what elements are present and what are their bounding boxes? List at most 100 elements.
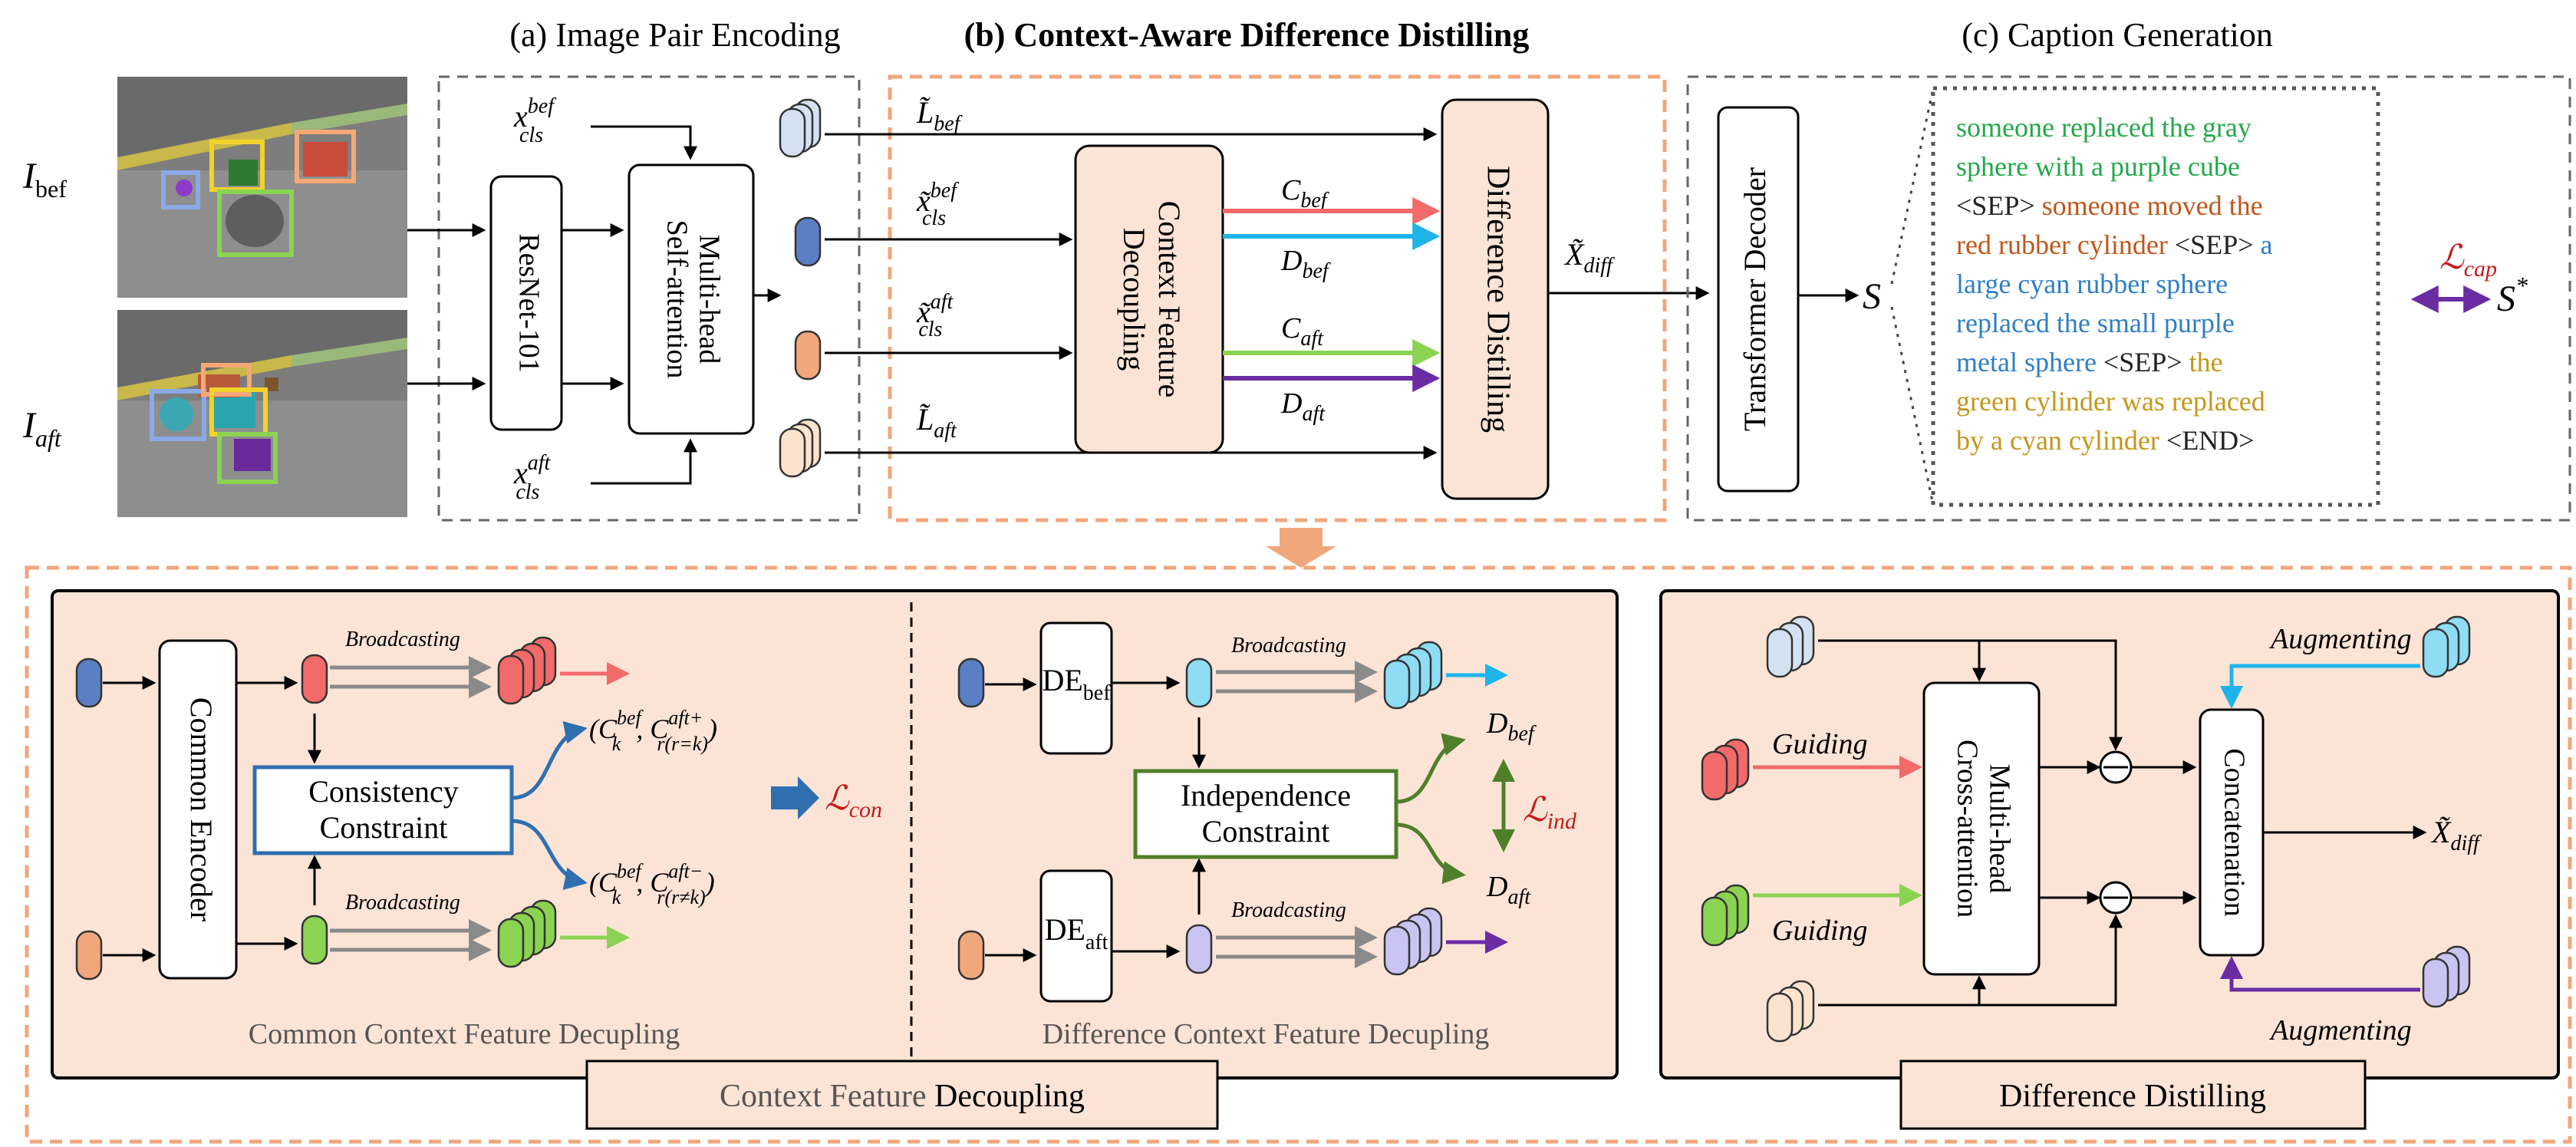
transformer-decoder-label: Transformer Decoder [1738, 167, 1772, 431]
svg-text:Cross-attention: Cross-attention [1951, 740, 1983, 918]
caption-segment: someone replaced the gray [1956, 112, 2252, 143]
cfd-footer-box [585, 1060, 1219, 1130]
common-feat-aft [301, 915, 328, 965]
augmenting-label-1: Augmenting [2268, 623, 2412, 655]
broadcasting-label-4: Broadcasting [1231, 898, 1346, 922]
cfd-footer-label: Context Feature Decoupling [720, 1079, 1085, 1114]
L-aft-label: L̃aft [916, 402, 957, 443]
token-x-cls-bef [794, 216, 822, 267]
C-aft-label: Caft [1281, 312, 1324, 351]
independence-line2: Constraint [1202, 814, 1330, 849]
generated-caption: someone replaced the gray sphere with a p… [1956, 112, 2273, 456]
guiding-label-2: Guiding [1772, 915, 1868, 947]
consistency-line2: Constraint [320, 810, 448, 845]
dd-footer-label: Difference Distilling [1999, 1079, 2266, 1114]
diff-feat-bef [1185, 658, 1213, 708]
dd-box [1441, 98, 1550, 500]
caption-segment: the [2189, 347, 2223, 377]
caption-segment: replaced the small purple [1956, 308, 2235, 338]
loss-con: ℒcon [825, 779, 882, 822]
concatenation-label: Concatenation [2218, 748, 2250, 916]
mhsa-label: Multi-head Self-attention [660, 220, 725, 379]
svg-text:Context Feature: Context Feature [1152, 201, 1187, 398]
mhca-box [1922, 681, 2041, 976]
caption-segment: <END> [2166, 425, 2255, 456]
C-bef-label: Cbef [1281, 174, 1329, 213]
output-S: S [1863, 276, 1881, 317]
image-before [117, 77, 407, 298]
loss-ind: ℒind [1523, 791, 1577, 834]
token-stack-L-bef [779, 98, 822, 158]
cfd-label: Context Feature Decoupling [1117, 201, 1187, 398]
resnet-box [489, 175, 563, 431]
caption-segment: <SEP> [2175, 229, 2261, 260]
broadcasting-label-2: Broadcasting [345, 891, 460, 915]
de-aft-label: DEaft [1045, 912, 1108, 954]
expand-arrow [1266, 528, 1336, 568]
common-encoder-label: Common Encoder [184, 697, 219, 921]
diff-caption: Difference Context Feature Decupling [1043, 1018, 1490, 1050]
caption-segment: <SEP> [2103, 347, 2189, 377]
mhsa-box [628, 163, 755, 435]
caption-segment: by a cyan cylinder [1956, 425, 2166, 456]
token-stack-L-aft [779, 418, 822, 478]
transformer-decoder-box [1717, 106, 1800, 493]
D-bef-label: Dbef [1280, 245, 1331, 283]
distilling-dashed-region [888, 74, 1667, 522]
x-diff-output: X̃diff [2430, 815, 2482, 855]
token-x-cls-aft [794, 330, 822, 381]
consistency-line1: Consistency [308, 774, 459, 809]
D-aft-detail: Daft [1486, 871, 1531, 909]
loss-cap: ℒcap [2439, 239, 2497, 282]
section-c-title: (c) Caption Generation [1962, 16, 2273, 54]
common-encoder-box [158, 639, 238, 980]
independence-constraint-box [1133, 769, 1398, 859]
independence-line1: Independence [1181, 778, 1351, 812]
caption-segment: <SEP> [1956, 190, 2042, 221]
caption-segment: green cylinder was replaced [1956, 386, 2265, 417]
label-i-after: Iaft [22, 405, 62, 452]
caption-segment: sphere with a purple cube [1956, 151, 2240, 182]
de-bef-label: DEbef [1042, 663, 1111, 705]
augmenting-label-2: Augmenting [2268, 1014, 2412, 1046]
common-feat-bef [301, 654, 328, 704]
diff-token-aft [957, 930, 985, 981]
caption-segment: someone moved the [2042, 190, 2263, 221]
broadcasting-label-3: Broadcasting [1231, 634, 1346, 658]
consistency-constraint-box [252, 765, 514, 855]
section-b-title: (b) Context-Aware Difference Distilling [964, 16, 1530, 54]
caption-text-box [1931, 86, 2380, 507]
dd-footer-box [1899, 1060, 2367, 1130]
common-token-bef [75, 658, 103, 708]
mhca-label: Multi-head Cross-attention [1951, 740, 2015, 918]
D-aft-label: Daft [1280, 387, 1326, 426]
resnet-label: ResNet-101 [512, 233, 545, 373]
caption-segment: large cyan rubber sphere [1956, 269, 2228, 299]
D-bef-detail: Dbef [1486, 707, 1537, 746]
guiding-label-1: Guiding [1772, 728, 1868, 760]
svg-text:Multi-head: Multi-head [1983, 764, 2015, 894]
de-aft-box [1039, 869, 1113, 1003]
common-caption: Common Context Feature Decupling [249, 1018, 680, 1050]
label-i-before: Ibef [22, 156, 67, 203]
section-a-title: (a) Image Pair Encoding [509, 16, 840, 54]
common-token-aft [75, 930, 103, 981]
con-loss-arrow [771, 776, 819, 819]
input-labels: Ibef Iaft [22, 156, 67, 452]
svg-text:Multi-head: Multi-head [693, 235, 725, 364]
svg-text:Self-attention: Self-attention [660, 220, 693, 379]
broadcasting-label-1: Broadcasting [345, 628, 460, 651]
L-bef-label: L̃bef [916, 95, 963, 136]
caption-segment: a [2261, 229, 2273, 260]
x-diff-label: X̃diff [1563, 237, 1615, 278]
cfd-box [1074, 144, 1224, 454]
de-bef-box [1039, 621, 1113, 755]
caption-segment: red rubber cylinder [1956, 229, 2175, 260]
